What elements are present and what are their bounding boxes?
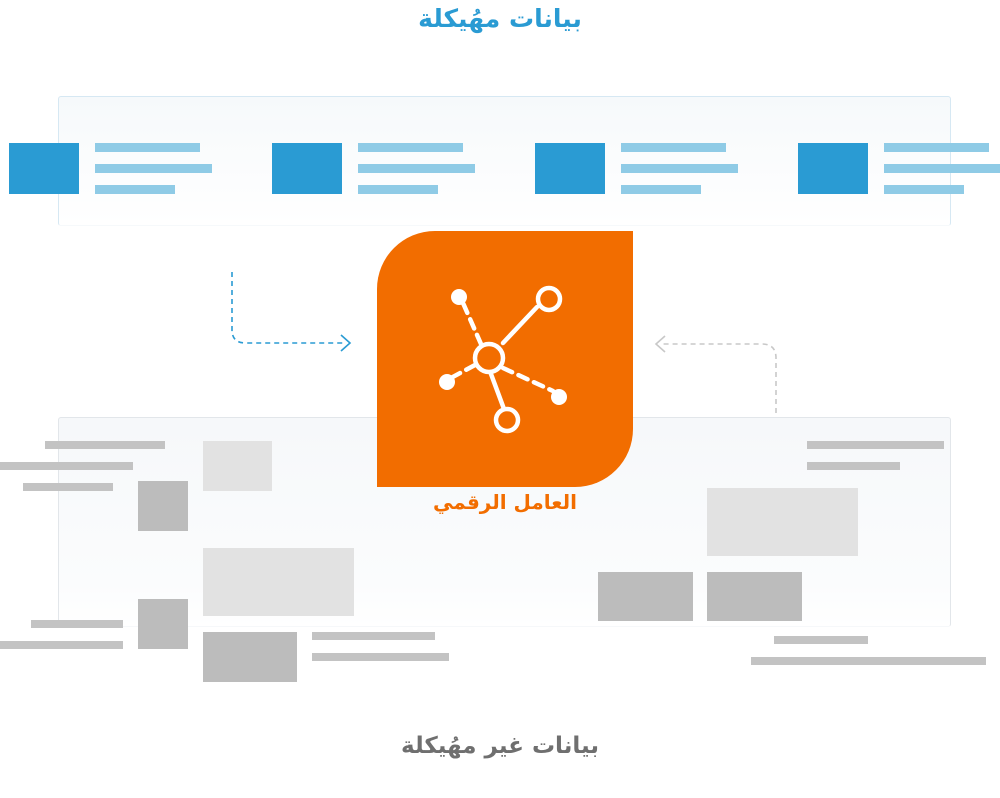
text-line [0, 641, 123, 649]
structured-data-title: بيانات مهُيكلة [418, 4, 582, 33]
record-thumbnail [9, 143, 79, 194]
text-line [774, 636, 868, 644]
record-line [358, 164, 475, 173]
image-block [203, 441, 272, 491]
structured-flow-arrow [231, 272, 352, 352]
image-block [203, 548, 354, 616]
image-block [138, 481, 188, 531]
text-line [23, 483, 113, 491]
image-block [203, 632, 297, 682]
record-line [621, 143, 726, 152]
network-nodes-icon [439, 285, 567, 434]
digital-worker-box [377, 231, 633, 487]
record-thumbnail [798, 143, 868, 194]
text-line [751, 657, 986, 665]
image-block [707, 572, 802, 621]
record-line [358, 185, 438, 194]
text-line [807, 462, 900, 470]
unstructured-data-title: بيانات غير مهُيكلة [401, 733, 599, 759]
record-line [95, 185, 175, 194]
image-block [598, 572, 693, 621]
record-line [95, 164, 212, 173]
record-thumbnail [535, 143, 605, 194]
digital-worker-label: العامل الرقمي [433, 490, 577, 514]
text-line [45, 441, 165, 449]
record-line [884, 143, 989, 152]
image-block [138, 599, 188, 649]
record-thumbnail [272, 143, 342, 194]
text-line [312, 632, 435, 640]
unstructured-flow-arrow [654, 335, 777, 413]
record-line [884, 164, 1000, 173]
text-line [31, 620, 123, 628]
image-block [707, 488, 858, 556]
text-line [0, 462, 133, 470]
record-line [884, 185, 964, 194]
record-line [621, 164, 738, 173]
record-line [621, 185, 701, 194]
record-line [358, 143, 463, 152]
record-line [95, 143, 200, 152]
text-line [807, 441, 944, 449]
text-line [312, 653, 449, 661]
